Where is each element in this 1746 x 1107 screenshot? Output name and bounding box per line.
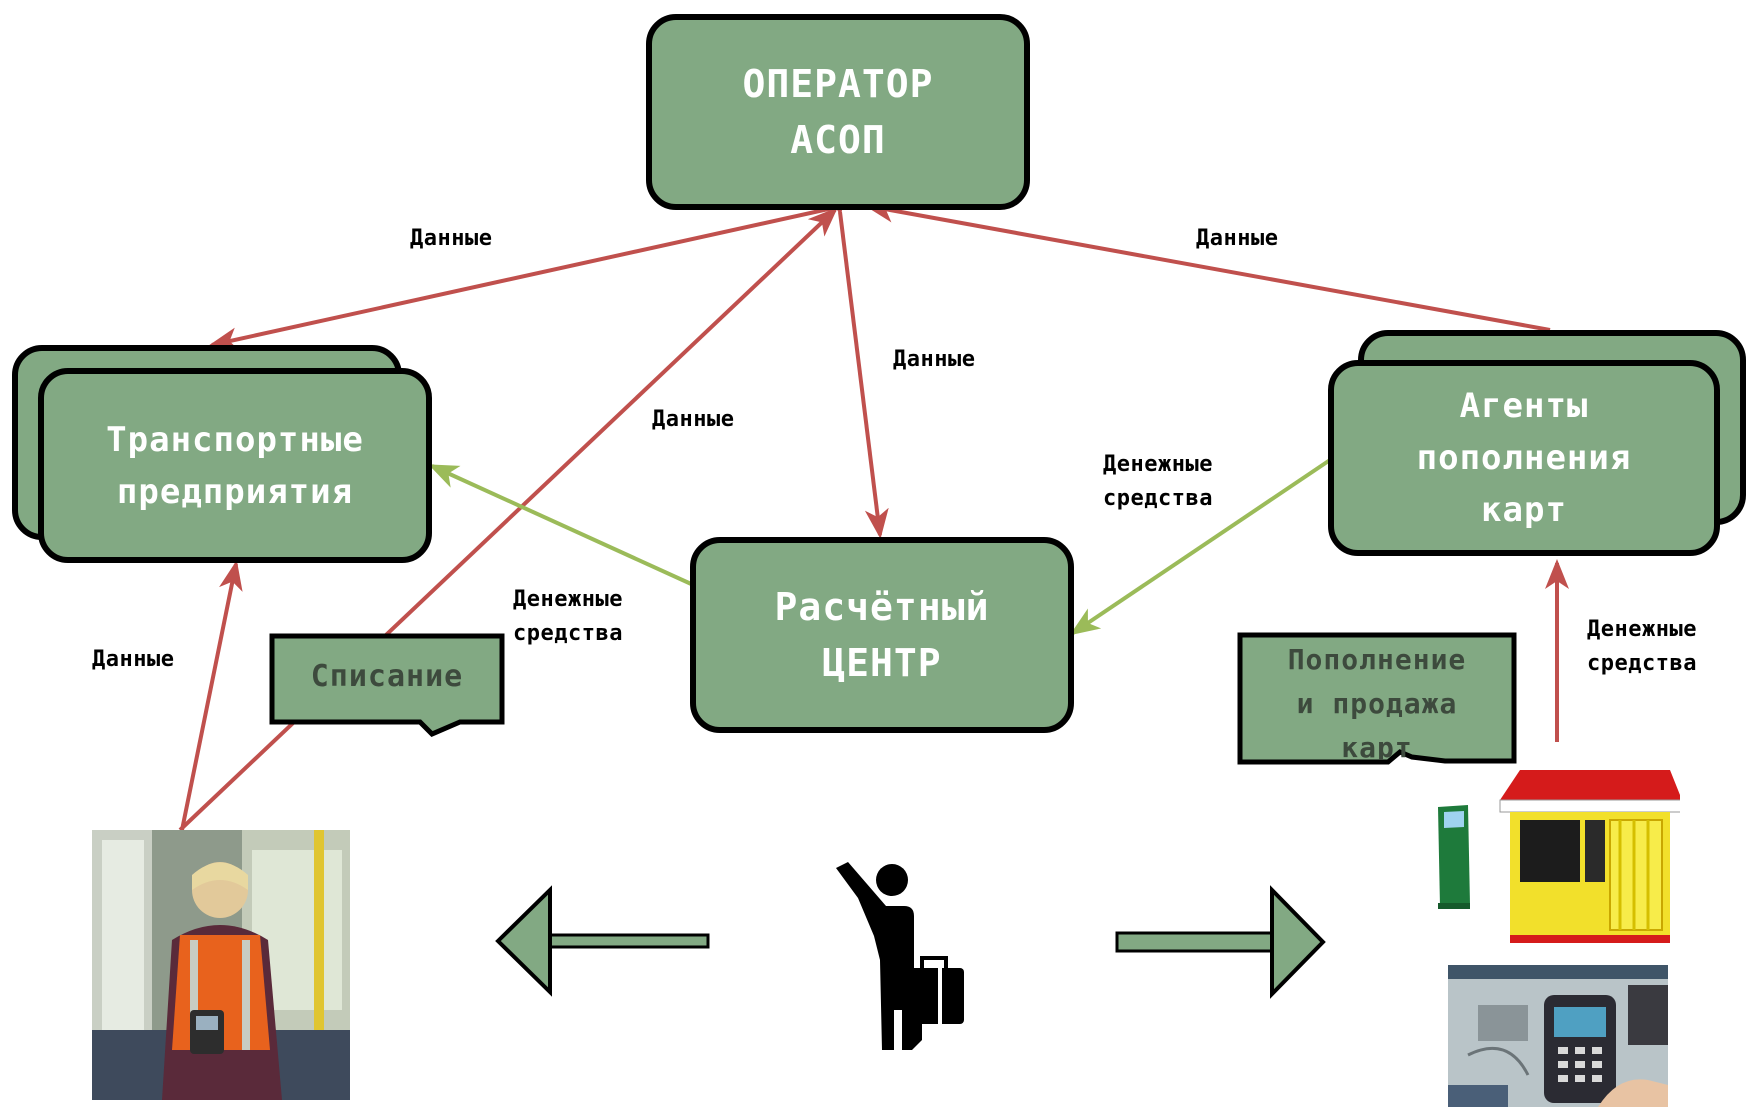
money-arrow-center-transport xyxy=(428,464,701,590)
passenger-with-luggage-icon xyxy=(836,862,964,1050)
kiosk-and-terminal-image xyxy=(1420,765,1680,950)
callout-topup-label: Пополнение и продажа карт xyxy=(1287,643,1467,760)
edge-label-data-bottom-left: Данные xyxy=(92,647,175,672)
node-center-label: Расчётный ЦЕНТР xyxy=(774,585,990,685)
conductor-photo xyxy=(92,830,350,1100)
arrow-left-icon xyxy=(495,885,710,997)
edge-label-data-right: Данные xyxy=(1196,226,1279,251)
node-agents[interactable]: Агенты пополнения карт xyxy=(1328,360,1720,556)
edge-label-money-right: Денежные средства xyxy=(1587,617,1697,676)
node-agents-label: Агенты пополнения карт xyxy=(1416,386,1632,530)
node-center[interactable]: Расчётный ЦЕНТР xyxy=(690,537,1074,733)
edge-label-money-agents: Денежные средства xyxy=(1103,452,1213,511)
data-arrow-operator-center xyxy=(824,184,889,539)
callout-writeoff-shape xyxy=(269,633,505,737)
data-arrow-operator-transport xyxy=(208,204,843,352)
data-arrow-conductor-transport xyxy=(180,560,243,831)
edge-label-data-center: Данные xyxy=(893,347,976,372)
edge-label-money-transport: Денежные средства xyxy=(513,587,623,646)
pos-terminal-photo xyxy=(1448,965,1668,1107)
callout-topup-shape xyxy=(1237,632,1517,765)
node-transport[interactable]: Транспортные предприятия xyxy=(38,368,432,563)
edge-label-data-left: Данные xyxy=(410,226,493,251)
callout-writeoff-label: Списание xyxy=(310,659,464,694)
arrow-right-icon xyxy=(1115,885,1326,999)
node-operator[interactable]: ОПЕРАТОР АСОП xyxy=(646,14,1030,210)
data-arrow-agents-operator xyxy=(864,198,1551,332)
node-operator-label: ОПЕРАТОР АСОП xyxy=(742,62,934,162)
data-arrow-conductor-operator xyxy=(178,207,838,832)
money-arrow-agents-center xyxy=(1069,458,1332,636)
node-transport-label: Транспортные предприятия xyxy=(106,419,364,512)
edge-label-data-diagonal: Данные xyxy=(652,407,735,432)
